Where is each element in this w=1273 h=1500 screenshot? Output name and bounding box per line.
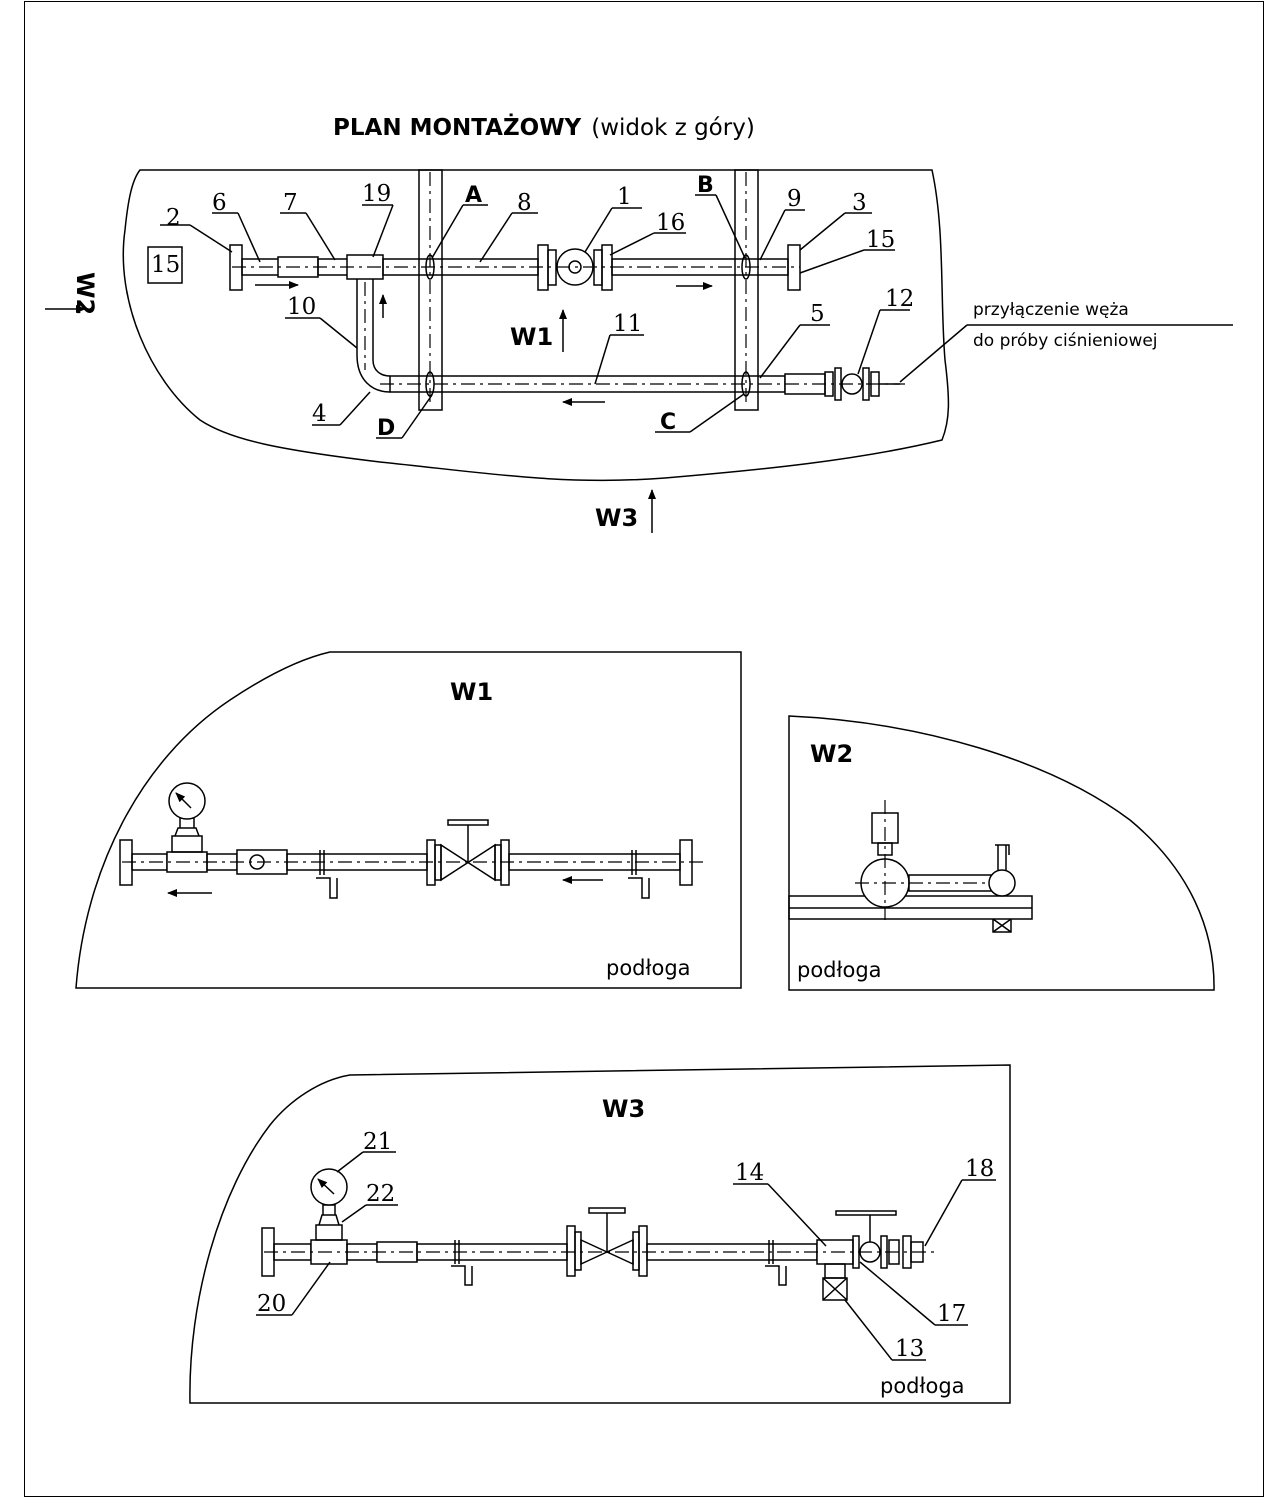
w1-panel-outline: [75, 651, 742, 989]
plan-point-d: D: [377, 416, 395, 441]
plan-label-7: 7: [283, 190, 298, 216]
w2-floor-label: podłoga: [797, 958, 882, 982]
plan-lower-pipe: [380, 367, 905, 401]
plan-flow-arrows: [255, 281, 713, 406]
w3-leader-lines: [256, 1151, 996, 1361]
plan-title: PLAN MONTAŻOWY (widok z góry): [333, 113, 755, 141]
w3-pipeline: [261, 1168, 935, 1301]
plan-point-b: B: [697, 173, 714, 198]
w3-label-21: 21: [363, 1129, 392, 1155]
w3-label-22: 22: [366, 1181, 395, 1207]
plan-label-16: 16: [656, 210, 685, 236]
plan-label-19: 19: [362, 181, 391, 207]
view-marker-w3: W3: [595, 489, 656, 533]
w2-title: W2: [810, 740, 853, 768]
w3-floor-label: podłoga: [880, 1374, 965, 1398]
hose-note-line2: do próby ciśnieniowej: [973, 331, 1158, 351]
plan-label-8: 8: [517, 190, 532, 216]
w3-label-14: 14: [735, 1160, 764, 1186]
plan-riser: [356, 279, 391, 393]
svg-text:W3: W3: [595, 504, 638, 532]
drawing-frame: [24, 1, 1264, 1497]
w3-title: W3: [602, 1095, 645, 1123]
plan-label-2: 2: [166, 205, 181, 231]
w3-label-17: 17: [937, 1301, 966, 1327]
plan-area-outline: [122, 169, 950, 482]
view-marker-w2: W2: [45, 272, 99, 315]
w3-label-13: 13: [895, 1336, 924, 1362]
plan-upper-pipe: [229, 244, 801, 291]
plan-label-12: 12: [885, 286, 914, 312]
plan-label-15-left: 15: [151, 252, 180, 278]
view-marker-w1: W1: [510, 309, 567, 352]
hose-note-line1: przyłączenie węża: [973, 300, 1129, 320]
plan-label-11: 11: [613, 311, 642, 337]
plan-point-a: A: [465, 183, 482, 208]
plan-label-3: 3: [852, 190, 867, 216]
plan-label-15-right: 15: [866, 227, 895, 253]
plan-label-5: 5: [810, 301, 825, 327]
plan-label-1: 1: [617, 184, 632, 210]
plan-label-4: 4: [312, 401, 327, 427]
w2-section: [788, 800, 1033, 933]
w1-title: W1: [450, 678, 493, 706]
svg-text:W1: W1: [510, 323, 553, 351]
plan-leader-lines: [147, 194, 1233, 439]
w1-pipeline: [119, 782, 705, 899]
w3-panel-outline: [189, 1064, 1011, 1404]
w2-panel-outline: [788, 715, 1215, 991]
plan-label-10: 10: [287, 294, 316, 320]
w3-label-20: 20: [257, 1291, 286, 1317]
plan-label-6: 6: [212, 190, 227, 216]
plan-label-9: 9: [787, 186, 802, 212]
plan-point-c: C: [660, 410, 676, 435]
plan-support-rails: [418, 169, 759, 411]
w1-floor-label: podłoga: [606, 956, 691, 980]
w3-label-18: 18: [965, 1156, 994, 1182]
